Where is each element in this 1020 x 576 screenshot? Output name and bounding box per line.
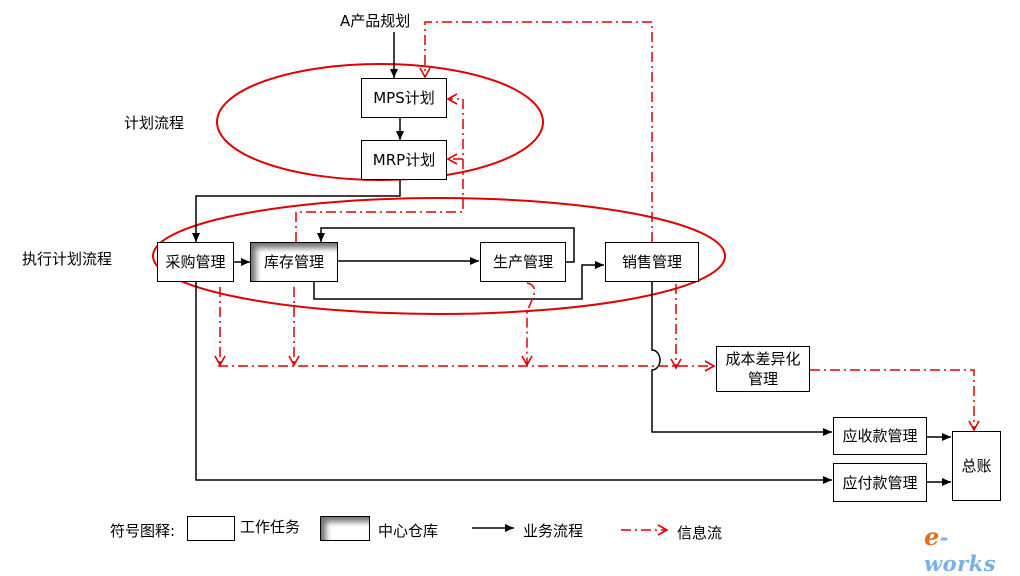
mrp-plan-box: MRP计划	[361, 140, 447, 180]
exec-process-ellipse	[152, 197, 726, 315]
info-production-drop	[521, 282, 536, 367]
legend-warehouse-swatch	[320, 516, 370, 541]
eworks-logo: e-works	[924, 522, 997, 576]
group-label-exec: 执行计划流程	[22, 250, 113, 268]
flow-inventory-to-sales	[313, 261, 604, 300]
group-label-plan: 计划流程	[124, 114, 185, 132]
receivable-box: 应收款管理	[833, 417, 927, 455]
top-label-product-plan: A产品规划	[340, 12, 411, 30]
purchase-box: 采购管理	[157, 242, 234, 282]
flow-sales-to-receivable	[651, 282, 832, 436]
plan-process-ellipse	[216, 63, 544, 181]
payable-box: 应付款管理	[833, 463, 927, 502]
sales-box: 销售管理	[605, 242, 699, 282]
flow-purchase-to-payable	[195, 282, 832, 484]
mps-plan-box: MPS计划	[361, 78, 447, 118]
legend-business-flow-label: 业务流程	[523, 522, 584, 540]
legend-info-flow-label: 信息流	[677, 524, 723, 542]
connector-layer	[152, 21, 980, 536]
info-cost-to-ledger	[810, 369, 980, 432]
flow-production-to-inventory	[317, 227, 575, 263]
production-box: 生产管理	[480, 242, 566, 282]
general-ledger-box: 总账	[952, 431, 1001, 501]
legend-warehouse-label: 中心仓库	[378, 522, 439, 540]
legend-task-swatch	[187, 516, 235, 541]
business-flow-lines	[192, 32, 951, 486]
info-sales-to-mps	[419, 21, 653, 242]
legend-task-label: 工作任务	[240, 518, 301, 536]
info-inventory-to-mps	[295, 93, 464, 242]
info-flow-lines	[214, 21, 980, 432]
legend-title: 符号图释:	[110, 522, 176, 540]
cost-variance-box: 成本差异化管理	[716, 346, 810, 392]
inventory-box: 库存管理	[250, 242, 338, 282]
flow-mrp-to-purchase	[192, 180, 401, 242]
flow-diagram: A产品规划 计划流程 执行计划流程 MPS计划 MRP计划 采购管理 库存管理 …	[22, 12, 1001, 576]
